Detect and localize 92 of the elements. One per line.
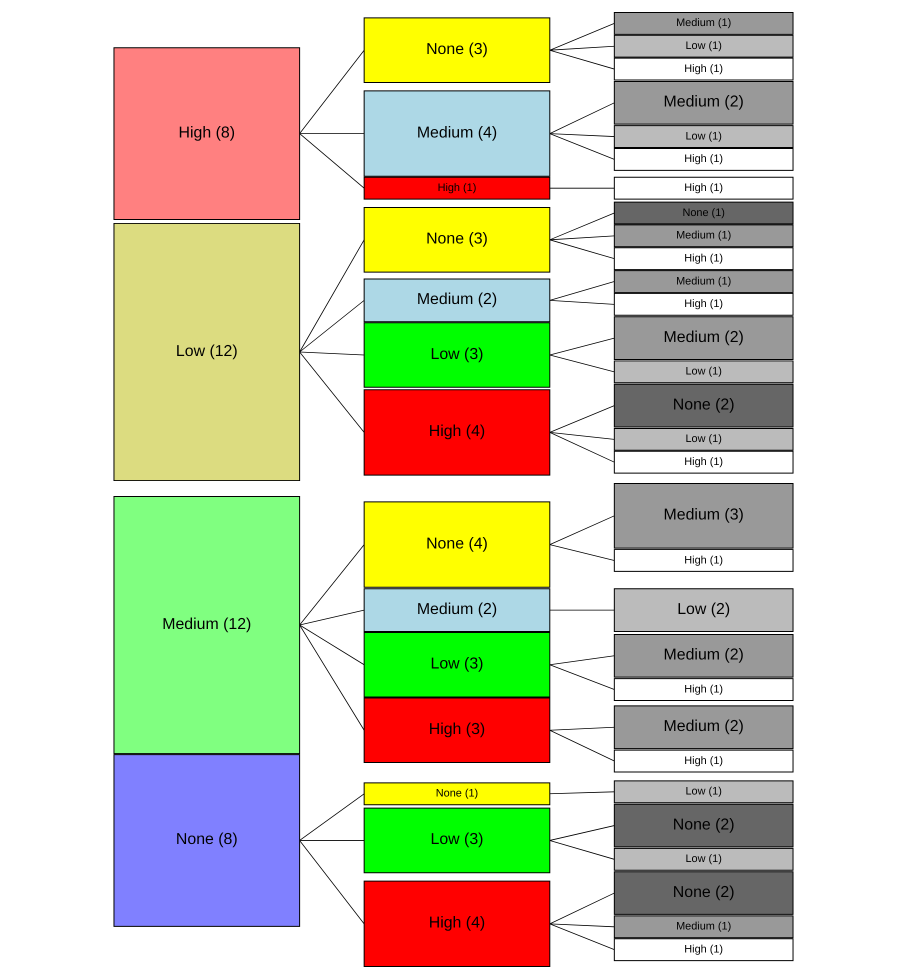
connector (548, 188, 614, 189)
connector (548, 730, 614, 762)
node-box: High (1) (613, 176, 794, 200)
connector (298, 133, 364, 189)
connector (548, 300, 614, 305)
node-box: Low (3) (363, 808, 550, 874)
connector (548, 791, 614, 794)
node-box: Low (1) (613, 34, 794, 58)
node-box: None (3) (363, 17, 550, 83)
node-box: Medium (2) (613, 634, 794, 678)
connector (548, 544, 614, 561)
connector (548, 840, 614, 860)
node-box: None (1) (363, 782, 550, 806)
node-box: Low (12) (112, 222, 300, 482)
connector (298, 352, 364, 356)
connector (548, 892, 614, 924)
connector (548, 655, 614, 666)
connector (298, 133, 364, 134)
node-box: Medium (4) (363, 90, 550, 177)
node-box: None (2) (613, 871, 794, 915)
node-box: Low (1) (613, 428, 794, 451)
node-box: Medium (12) (112, 496, 300, 754)
node-box: None (3) (363, 207, 550, 273)
connector (548, 50, 614, 70)
node-box: Medium (1) (613, 224, 794, 248)
node-box: None (2) (613, 384, 794, 428)
connector (548, 432, 614, 463)
connector (548, 354, 614, 372)
connector (298, 50, 364, 134)
connector (298, 840, 364, 924)
node-box: Medium (2) (613, 80, 794, 125)
node-box: Medium (2) (613, 705, 794, 750)
connector (548, 610, 614, 611)
node-box: Medium (1) (613, 270, 794, 293)
connector (298, 793, 364, 841)
node-box: None (8) (112, 754, 300, 927)
connector (298, 624, 364, 731)
connector (298, 544, 364, 626)
connector (298, 300, 364, 352)
node-box: High (1) (363, 176, 550, 200)
connector (548, 133, 614, 160)
node-box: High (3) (363, 697, 550, 764)
connector (298, 352, 364, 433)
node-box: Low (1) (613, 125, 794, 148)
connector (548, 23, 614, 51)
connector (548, 515, 614, 545)
connector (548, 281, 614, 301)
connector (548, 923, 614, 928)
connector (548, 726, 614, 731)
node-box: Low (3) (363, 322, 550, 388)
connector (548, 825, 614, 841)
connector (548, 212, 614, 240)
node-box: High (1) (613, 938, 794, 962)
connector (548, 405, 614, 433)
node-box: High (1) (613, 549, 794, 572)
node-box: High (4) (363, 389, 550, 476)
node-box: Medium (2) (363, 588, 550, 632)
node-box: Low (2) (613, 588, 794, 632)
node-box: Medium (3) (613, 483, 794, 549)
node-box: None (4) (363, 501, 550, 588)
node-box: High (1) (613, 678, 794, 701)
node-box: Medium (2) (613, 316, 794, 360)
node-box: High (1) (613, 148, 794, 171)
connector (548, 239, 614, 260)
node-box: High (1) (613, 58, 794, 80)
node-box: Medium (1) (613, 12, 794, 35)
node-box: Low (1) (613, 360, 794, 384)
connector (298, 610, 364, 626)
connector (548, 46, 614, 51)
connector (548, 235, 614, 240)
node-box: Low (1) (613, 848, 794, 871)
node-box: High (1) (613, 247, 794, 270)
node-box: Low (3) (363, 632, 550, 698)
node-box: Medium (2) (363, 278, 550, 322)
node-box: None (2) (613, 804, 794, 848)
connector (298, 239, 364, 352)
connector (548, 338, 614, 356)
connector (548, 664, 614, 690)
node-box: None (1) (613, 202, 794, 224)
node-box: High (1) (613, 750, 794, 772)
node-box: High (1) (613, 450, 794, 474)
connector (548, 432, 614, 440)
node-box: Medium (1) (613, 915, 794, 938)
node-box: Low (1) (613, 780, 794, 804)
node-box: High (4) (363, 880, 550, 968)
connector (548, 923, 614, 950)
connector (548, 133, 614, 137)
connector (298, 624, 364, 666)
node-box: High (8) (112, 47, 300, 220)
connector (298, 840, 364, 841)
connector (548, 102, 614, 134)
node-box: High (1) (613, 292, 794, 316)
